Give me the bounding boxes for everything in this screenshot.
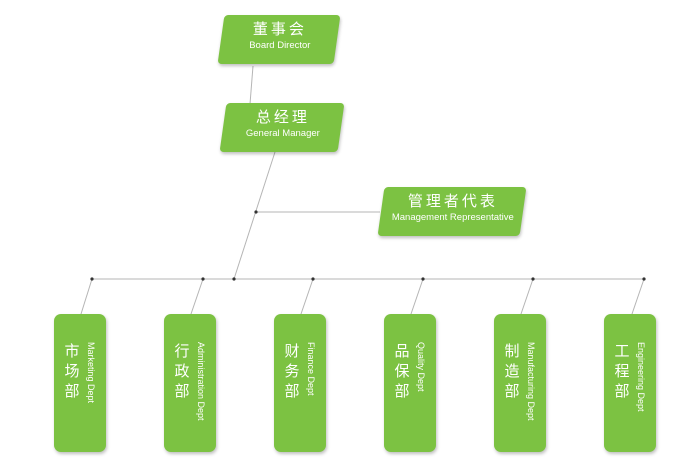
dept-name-cn: 工程部 xyxy=(614,342,630,400)
dept-name-cn: 制造部 xyxy=(504,342,520,400)
management-representative-cn: 管理者代表 xyxy=(407,192,498,210)
dept-name-cn: 财务部 xyxy=(284,342,300,400)
dept-name-cn: 市场部 xyxy=(64,342,80,400)
dept-name-cn: 品保部 xyxy=(394,342,410,400)
dept-line-manufacturing xyxy=(520,278,534,315)
junction-node xyxy=(254,210,258,214)
dept-box-administration: 行政部 Administration Dept xyxy=(164,314,216,452)
board-director-cn: 董事会 xyxy=(252,20,307,38)
dept-name-en: Finance Dept xyxy=(306,342,316,396)
dept-box-manufacturing: 制造部 Manufacturing Dept xyxy=(494,314,546,452)
junction-node xyxy=(201,277,205,281)
dept-box-engineering: 工程部 Engineering Dept xyxy=(604,314,656,452)
management-representative-en: Management Representative xyxy=(391,212,514,223)
junction-node xyxy=(642,277,646,281)
dept-name-en: Quality Dept xyxy=(416,342,426,392)
general-manager-cn: 总经理 xyxy=(255,108,310,126)
dept-line-marketing xyxy=(80,278,93,315)
board-director-box: 董事会 Board Director xyxy=(217,15,341,64)
junction-node xyxy=(531,277,535,281)
dept-box-marketing: 市场部 Marketing Dept xyxy=(54,314,106,452)
gm-to-junction-line xyxy=(233,151,276,280)
dept-box-quality: 品保部 Quality Dept xyxy=(384,314,436,452)
management-representative-box: 管理者代表 Management Representative xyxy=(377,187,527,236)
board-director-en: Board Director xyxy=(249,40,311,51)
general-manager-en: General Manager xyxy=(245,128,320,139)
general-manager-box: 总经理 General Manager xyxy=(219,103,345,152)
junction-node xyxy=(90,277,94,281)
dept-name-cn: 行政部 xyxy=(174,342,190,400)
dept-name-en: Engineering Dept xyxy=(636,342,646,412)
junction-node xyxy=(421,277,425,281)
dept-line-engineering xyxy=(631,278,645,315)
dept-name-en: Marketing Dept xyxy=(86,342,96,404)
dept-name-en: Administration Dept xyxy=(196,342,206,421)
dept-box-finance: 财务部 Finance Dept xyxy=(274,314,326,452)
board-to-gm-line xyxy=(249,65,254,105)
junction-node xyxy=(311,277,315,281)
dept-line-administration xyxy=(190,278,204,315)
junction-node xyxy=(232,277,236,281)
dept-name-en: Manufacturing Dept xyxy=(526,342,536,421)
dept-line-finance xyxy=(300,278,314,315)
dept-line-quality xyxy=(410,278,424,315)
